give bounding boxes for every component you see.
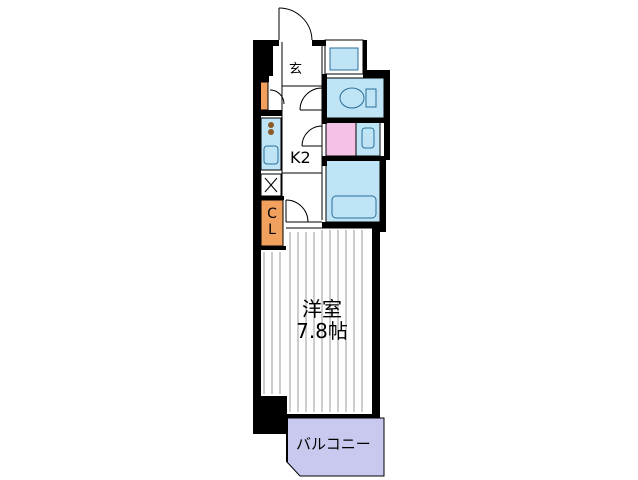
room-name: 洋室 [302,297,342,321]
balcony-label: バルコニー [296,435,371,453]
wet-area-block [324,39,385,223]
room-floor [263,230,363,412]
closet-label-line2: L [268,222,276,238]
kitchen-label: K2 [290,148,311,167]
room-label: 洋室 7.8帖 [282,298,362,342]
closet-label-line1: C [267,206,277,222]
closet-label: C L [265,206,279,238]
entrance-label: 玄 [289,62,303,77]
entrance-door [278,7,313,41]
balcony [286,417,385,477]
room-size: 7.8帖 [296,319,348,343]
walls [253,40,390,434]
